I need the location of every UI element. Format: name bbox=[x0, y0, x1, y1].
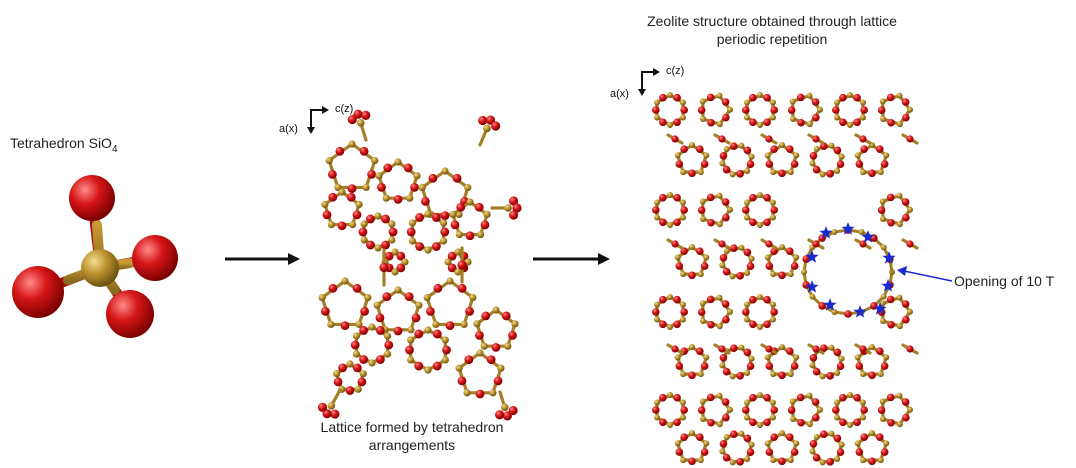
star-icon bbox=[819, 226, 833, 239]
zeolite-structure bbox=[652, 92, 919, 466]
arrow-right-icon bbox=[225, 253, 300, 265]
star-icon bbox=[853, 305, 867, 318]
star-icon bbox=[805, 280, 819, 293]
star-icon bbox=[882, 251, 896, 264]
star-icon bbox=[873, 302, 887, 315]
zeolite-axis-a-label: a(x) bbox=[610, 88, 629, 100]
lattice-axis-a-label: a(x) bbox=[279, 123, 298, 135]
star-icon bbox=[841, 222, 855, 235]
opening-label-text: Opening of 10 T bbox=[954, 273, 1055, 289]
star-icon bbox=[823, 298, 837, 311]
lattice-caption-line-1: Lattice formed by tetrahedron bbox=[320, 419, 504, 435]
star-icon bbox=[805, 250, 819, 263]
zeolite-axis-c-label: c(z) bbox=[666, 65, 685, 77]
opening-markers bbox=[805, 222, 896, 318]
axis-corner-icon bbox=[638, 68, 660, 96]
lattice-caption: Lattice formed by tetrahedron arrangemen… bbox=[262, 418, 562, 454]
axis-corner-icon bbox=[307, 106, 329, 134]
lattice-caption-line-2: arrangements bbox=[368, 437, 456, 453]
tetrahedron-model bbox=[12, 175, 178, 338]
lattice-axis-c-label: c(z) bbox=[335, 103, 354, 115]
tetrahedron-label-text: Tetrahedron SiO bbox=[10, 135, 112, 151]
arrow-right-icon bbox=[533, 253, 610, 265]
star-icon bbox=[861, 230, 875, 243]
tetrahedron-label: Tetrahedron SiO4 bbox=[10, 134, 118, 159]
opening-label: Opening of 10 T bbox=[954, 272, 1054, 290]
opening-pointer-arrow bbox=[897, 266, 953, 282]
zeolite-caption-line-2: periodic repetition bbox=[716, 31, 828, 47]
tetrahedron-label-subscript: 4 bbox=[111, 143, 118, 155]
lattice-structure bbox=[317, 109, 522, 421]
zeolite-caption-line-1: Zeolite structure obtained through latti… bbox=[647, 13, 897, 29]
star-icon bbox=[881, 279, 895, 292]
zeolite-caption: Zeolite structure obtained through latti… bbox=[592, 12, 952, 48]
